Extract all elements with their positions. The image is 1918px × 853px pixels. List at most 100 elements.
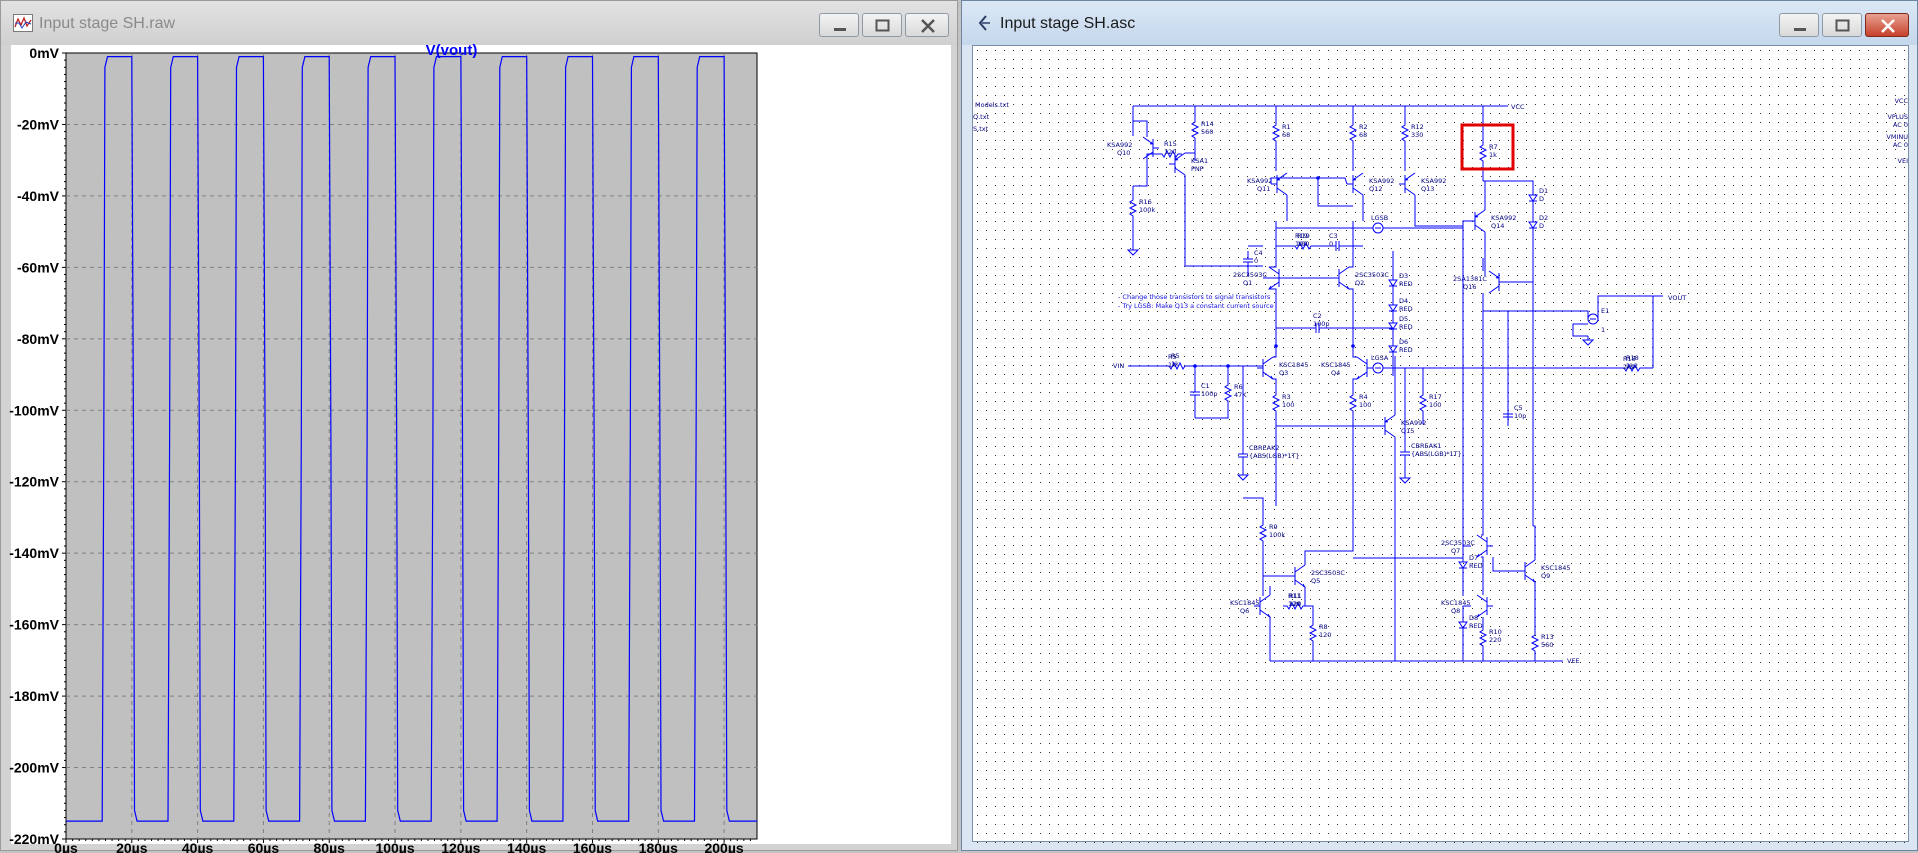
capacitor-cbreak2-value: {ABS(LGB)*1T} (1249, 452, 1300, 460)
transistor-q10-ref: Q10 (1117, 149, 1130, 157)
y-tick-label: -200mV (9, 760, 59, 776)
resistor-r13-value: 560 (1541, 641, 1553, 649)
wire (1492, 557, 1519, 572)
transistor-q11-value: KSA992 (1247, 177, 1272, 185)
waveform-titlebar[interactable]: Input stage SH.raw (1, 1, 957, 45)
vplus-label: VPLUS (1887, 113, 1908, 121)
minimize-button[interactable] (1779, 13, 1819, 37)
transistor-q1-value: 2SC3503C (1233, 271, 1267, 279)
e1-label: E1 (1601, 307, 1609, 315)
resistor-r13-ref: R13 (1541, 633, 1554, 641)
resistor-r6-value: 47K (1234, 391, 1247, 399)
resistor-r11-value: 120 (1289, 600, 1301, 608)
resistor-r1-value: 68 (1282, 131, 1290, 139)
transistor-q9-ref: Q9 (1541, 572, 1550, 580)
schematic-window-title: Input stage SH.asc (1000, 15, 1136, 32)
resistor-r5-value: 1k (1168, 361, 1176, 369)
transistor-q7-value: 2SC3503C (1441, 539, 1475, 547)
schematic-window[interactable]: Input stage SH.asc (961, 0, 1918, 851)
maximize-button[interactable] (1822, 13, 1862, 37)
diode-d6-ref: D6 (1399, 338, 1408, 346)
y-tick-label: -160mV (9, 617, 59, 633)
minimize-icon (834, 28, 846, 31)
resistor-r16-value: 100k (1139, 206, 1155, 214)
wire (1597, 295, 1653, 319)
models-include-label: Models.txt (975, 101, 1009, 109)
resistor-r8-value: 120 (1319, 631, 1331, 639)
close-button[interactable] (905, 13, 949, 37)
close-button[interactable] (1865, 13, 1909, 37)
diode-d7-value: RED (1469, 562, 1483, 570)
schematic-titlebar[interactable]: Input stage SH.asc (962, 1, 1917, 45)
resistor-r17-ref: R17 (1429, 393, 1442, 401)
resistor-r3-ref: R3 (1282, 393, 1291, 401)
diode-d8-value: RED (1469, 622, 1483, 630)
transistor-q3-value: KSC1845 (1279, 361, 1308, 369)
wire (1304, 415, 1354, 565)
capacitor-cbreak1-value: {ABS(LGB)*1T} (1411, 450, 1462, 458)
wire (1572, 323, 1588, 337)
design-note-2: - Try LGSB: Make Q13 a constant current … (1118, 302, 1274, 310)
plot-title: V(vout) (426, 42, 478, 59)
design-note-1: - Change those transistors to signal tra… (1118, 293, 1271, 301)
waveform-icon (13, 14, 33, 32)
resistor-r11-value: 120 (1288, 600, 1300, 608)
diode-d2-ref: D2 (1539, 214, 1548, 222)
vin-net-label: VIN (1113, 362, 1124, 370)
vminus-label: VMINU (1886, 133, 1908, 141)
wire (1352, 346, 1357, 358)
x-tick-label: 200µs (704, 840, 743, 853)
wire (1352, 378, 1357, 391)
y-tick-label: -140mV (9, 545, 59, 561)
transistor-q1-ref: Q1 (1243, 279, 1252, 287)
wire (1553, 310, 1589, 319)
y-tick-label: 0mV (29, 45, 59, 61)
transistor-q15-ref: Q15 (1401, 427, 1414, 435)
diode-d1-value: D (1539, 195, 1544, 203)
lgsb-label: LGSB (1371, 214, 1388, 222)
transistor-q16-ref: Q16 (1463, 283, 1476, 291)
resistor-r5-ref: R5 (1171, 352, 1180, 360)
capacitor-cbreak1-ref: CBREAK1 (1411, 442, 1441, 450)
resistor-r14-ref: R14 (1201, 120, 1214, 128)
wire (1133, 120, 1148, 137)
resistor-r7-value: 1k (1489, 151, 1497, 159)
minimize-button[interactable] (819, 13, 859, 37)
wire (1305, 605, 1314, 621)
transistor-q10-value: KSA992 (1107, 141, 1132, 149)
diode-d6-value: RED (1399, 346, 1413, 354)
diode-d7-ref: D7 (1469, 554, 1478, 562)
x-tick-label: 160µs (573, 840, 612, 853)
wire (1481, 556, 1484, 595)
resistor-r10-ref: R10 (1489, 628, 1502, 636)
resistor-r12-ref: R12 (1411, 123, 1424, 131)
diode-d3-ref: D3 (1399, 272, 1408, 280)
wire (1269, 221, 1277, 268)
diode-d4-value: RED (1399, 305, 1413, 313)
resistor-r4-value: 100 (1359, 401, 1371, 409)
wire (1462, 605, 1471, 618)
capacitor-c3-ref: C3 (1329, 232, 1338, 240)
resistor-r11-ref: R11 (1288, 592, 1301, 600)
resistor-r6-ref: R6 (1234, 383, 1243, 391)
resistor-r2-value: 68 (1359, 131, 1367, 139)
y-tick-label: -20mV (17, 116, 60, 132)
transistor-pnp-ref: PNP (1191, 165, 1204, 173)
capacitor-c4-value: 0 (1254, 257, 1258, 265)
x-tick-label: 80µs (314, 840, 346, 853)
x-tick-label: 40µs (182, 840, 214, 853)
capacitor-c4-ref: C4 (1254, 249, 1263, 257)
maximize-button[interactable] (862, 13, 902, 37)
resistor-r19-ref: R19 (1297, 232, 1310, 240)
transistor-q4-ref: Q4 (1331, 369, 1340, 377)
resistor-r9-ref: R9 (1269, 523, 1278, 531)
plot-area (65, 52, 758, 840)
resistor-r2-ref: R2 (1359, 123, 1368, 131)
vee-net-label: VEE (1567, 657, 1580, 665)
resistor-r1-ref: R1 (1282, 123, 1291, 131)
